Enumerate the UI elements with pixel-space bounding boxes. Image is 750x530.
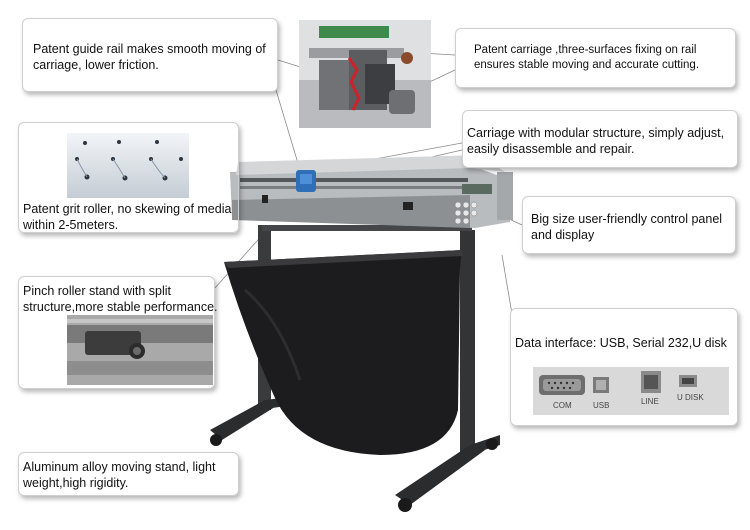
port-label-udisk: U DISK [677, 393, 704, 402]
port-label-com: COM [553, 401, 572, 410]
callout-guide-rail-text: Patent guide rail makes smooth moving of… [33, 42, 266, 72]
callout-data-interface: Data interface: USB, Serial 232,U disk C… [510, 308, 738, 426]
callout-modular-carriage-text: Carriage with modular structure, simply … [467, 126, 725, 156]
cutter-body [230, 155, 513, 228]
port-label-usb: USB [593, 401, 610, 410]
control-keypad [454, 201, 478, 225]
media-basket [224, 250, 462, 455]
callout-pinch-roller: Pinch roller stand with split structure,… [18, 276, 218, 389]
callout-grit-roller-text: Patent grit roller, no skewing of media … [23, 202, 232, 232]
callout-pinch-roller-text: Pinch roller stand with split structure,… [23, 284, 218, 314]
lcd-display [462, 184, 492, 194]
callout-carriage-surfaces: Patent carriage ,three-surfaces fixing o… [455, 28, 736, 88]
callout-control-panel: Big size user-friendly control panel and… [522, 196, 736, 254]
callout-guide-rail: Patent guide rail makes smooth moving of… [22, 18, 278, 92]
callout-grit-roller: Patent grit roller, no skewing of media … [18, 122, 239, 233]
callout-control-panel-text: Big size user-friendly control panel and… [531, 212, 723, 242]
callout-modular-carriage: Carriage with modular structure, simply … [462, 110, 738, 168]
callout-moving-stand: Aluminum alloy moving stand, light weigh… [18, 452, 239, 496]
callout-moving-stand-text: Aluminum alloy moving stand, light weigh… [23, 460, 216, 490]
callout-data-interface-text: Data interface: USB, Serial 232,U disk [515, 336, 727, 350]
pinch-roller-photo [67, 315, 213, 385]
callout-carriage-surfaces-text: Patent carriage ,three-surfaces fixing o… [474, 44, 700, 71]
port-panel-photo: COM USB LINE U DISK [533, 367, 729, 415]
port-label-line: LINE [641, 397, 659, 406]
carriage-closeup-photo [299, 20, 431, 128]
grit-roller-photo [67, 133, 189, 198]
